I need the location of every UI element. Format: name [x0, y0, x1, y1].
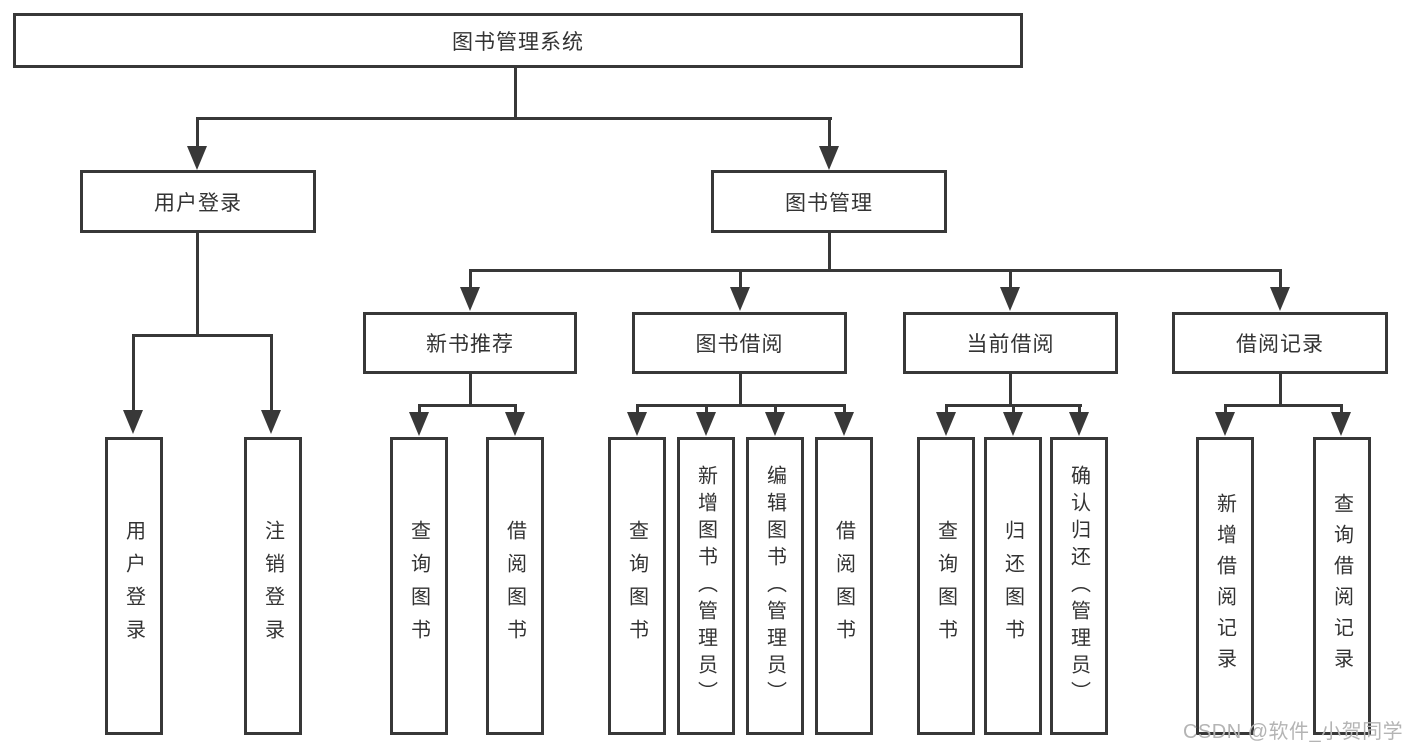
connector-line: [132, 336, 135, 412]
node-label: 新增借阅记录: [1213, 493, 1236, 679]
connector-line: [739, 271, 742, 289]
connector-line: [636, 404, 846, 407]
leaf-add-borrow-record: 新增借阅记录: [1196, 437, 1254, 735]
connector-line: [828, 233, 831, 271]
node-label: 新增图书（管理员）: [694, 464, 717, 708]
connector-line: [1340, 406, 1343, 414]
connector-line: [469, 271, 472, 289]
connector-line: [1012, 406, 1015, 414]
connector-line: [828, 118, 831, 148]
node-label: 归还图书: [1001, 520, 1024, 652]
connector-line: [418, 406, 421, 414]
connector-line: [270, 336, 273, 412]
node-label: 查询图书: [407, 520, 430, 652]
node-label: 当前借阅: [966, 333, 1055, 356]
connector-line: [196, 233, 199, 336]
arrowhead-down-icon: [187, 146, 207, 170]
node-user-login: 用户登录: [80, 170, 316, 233]
leaf-user-login: 用户登录: [105, 437, 163, 735]
arrowhead-down-icon: [460, 287, 480, 311]
leaf-query-books-borrowing: 查询图书: [608, 437, 666, 735]
node-borrowing-records: 借阅记录: [1172, 312, 1388, 374]
node-label: 借阅记录: [1236, 333, 1324, 356]
node-label: 借阅图书: [503, 520, 526, 652]
node-label: 确认归还（管理员）: [1067, 464, 1090, 708]
node-label: 借阅图书: [832, 520, 855, 652]
connector-line: [469, 269, 1282, 272]
node-label: 查询借阅记录: [1330, 493, 1353, 679]
node-library-management-system: 图书管理系统: [13, 13, 1023, 68]
arrowhead-down-icon: [936, 412, 956, 436]
arrowhead-down-icon: [765, 412, 785, 436]
connector-line: [1224, 404, 1343, 407]
arrowhead-down-icon: [409, 412, 429, 436]
node-book-borrowing: 图书借阅: [632, 312, 847, 374]
node-label: 编辑图书（管理员）: [763, 464, 786, 708]
node-label: 注销登录: [261, 520, 284, 652]
connector-line: [1078, 406, 1081, 414]
arrowhead-down-icon: [1215, 412, 1235, 436]
arrowhead-down-icon: [261, 410, 281, 434]
arrowhead-down-icon: [1000, 287, 1020, 311]
leaf-query-books-current: 查询图书: [917, 437, 975, 735]
arrowhead-down-icon: [627, 412, 647, 436]
node-label: 图书管理: [785, 191, 873, 215]
leaf-borrow-books-recommend: 借阅图书: [486, 437, 544, 735]
arrowhead-down-icon: [1331, 412, 1351, 436]
leaf-query-borrow-record: 查询借阅记录: [1313, 437, 1371, 735]
leaf-confirm-return-admin: 确认归还（管理员）: [1050, 437, 1108, 735]
node-label: 用户登录: [122, 520, 145, 652]
node-label: 查询图书: [625, 520, 648, 652]
node-book-management: 图书管理: [711, 170, 947, 233]
leaf-add-book-admin: 新增图书（管理员）: [677, 437, 735, 735]
node-label: 用户登录: [154, 191, 242, 215]
connector-line: [196, 118, 199, 148]
node-label: 图书借阅: [695, 333, 784, 356]
node-new-book-recommendation: 新书推荐: [363, 312, 577, 374]
connector-line: [196, 117, 832, 120]
node-label: 图书管理系统: [452, 30, 584, 54]
connector-line: [945, 404, 1082, 407]
arrowhead-down-icon: [123, 410, 143, 434]
connector-line: [1224, 406, 1227, 414]
leaf-query-books-recommend: 查询图书: [390, 437, 448, 735]
connector-line: [739, 374, 742, 407]
arrowhead-down-icon: [819, 146, 839, 170]
connector-line: [945, 406, 948, 414]
connector-line: [636, 406, 639, 414]
node-current-borrowing: 当前借阅: [903, 312, 1118, 374]
node-label: 查询图书: [934, 520, 957, 652]
connector-line: [705, 406, 708, 414]
connector-line: [843, 406, 846, 414]
connector-line: [1279, 374, 1282, 407]
connector-line: [774, 406, 777, 414]
node-label: 新书推荐: [426, 333, 514, 356]
arrowhead-down-icon: [730, 287, 750, 311]
connector-line: [514, 68, 517, 119]
connector-line: [1009, 374, 1012, 407]
connector-line: [132, 334, 273, 337]
arrowhead-down-icon: [696, 412, 716, 436]
connector-line: [469, 374, 472, 407]
arrowhead-down-icon: [1270, 287, 1290, 311]
leaf-edit-book-admin: 编辑图书（管理员）: [746, 437, 804, 735]
leaf-borrow-books-borrowing: 借阅图书: [815, 437, 873, 735]
connector-line: [1279, 271, 1282, 289]
connector-line: [514, 406, 517, 414]
leaf-logout: 注销登录: [244, 437, 302, 735]
csdn-watermark: CSDN @软件_小贺同学: [1183, 721, 1404, 743]
arrowhead-down-icon: [1003, 412, 1023, 436]
arrowhead-down-icon: [1069, 412, 1089, 436]
connector-line: [418, 404, 517, 407]
connector-line: [1009, 271, 1012, 289]
leaf-return-books: 归还图书: [984, 437, 1042, 735]
arrowhead-down-icon: [834, 412, 854, 436]
arrowhead-down-icon: [505, 412, 525, 436]
